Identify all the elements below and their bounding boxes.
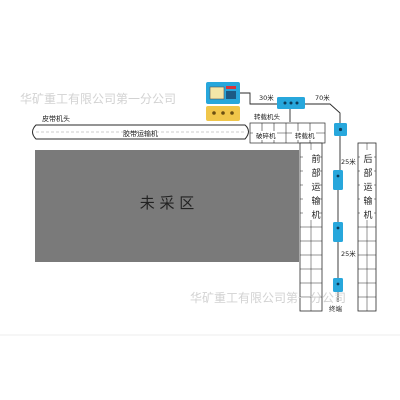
watermark-bottom: 华矿重工有限公司第一分公司 — [190, 291, 347, 305]
rear-conveyor-column — [357, 142, 377, 312]
switch-unit-1 — [333, 170, 343, 190]
distance-25m-lower: 25米 — [341, 249, 356, 258]
power-box-knob-1 — [212, 111, 216, 115]
unmined-area-label: 未 采 区 — [140, 194, 195, 212]
control-panel — [206, 82, 240, 104]
power-box-knob-3 — [230, 111, 234, 115]
switch-unit-3 — [333, 278, 343, 292]
comm-unit-right-top — [334, 123, 347, 136]
front-conveyor-label: 前部运输机 — [311, 153, 320, 221]
distance-25m-upper: 25米 — [341, 157, 356, 166]
crusher-label: 破碎机 — [256, 131, 276, 140]
front-conveyor-column — [299, 142, 323, 312]
unmined-area — [35, 150, 299, 262]
switch-unit-2 — [333, 222, 343, 242]
power-box-knob-2 — [221, 111, 225, 115]
reloader-head-label: 转载机头 — [254, 112, 281, 121]
terminal-label: 终端 — [329, 304, 343, 313]
watermark-top: 华矿重工有限公司第一分公司 — [20, 92, 177, 106]
belt-head-label: 皮带机头 — [42, 114, 70, 123]
cable-lines — [240, 92, 341, 302]
distance-70m: 70米 — [315, 93, 330, 102]
rear-conveyor-label: 后部运输机 — [363, 154, 372, 221]
comm-unit-top — [277, 97, 305, 109]
belt-conveyor — [32, 124, 249, 140]
reloader-label: 转载机 — [295, 131, 315, 140]
distance-30m: 30米 — [259, 93, 274, 102]
belt-conveyor-label: 胶带运输机 — [123, 129, 158, 138]
